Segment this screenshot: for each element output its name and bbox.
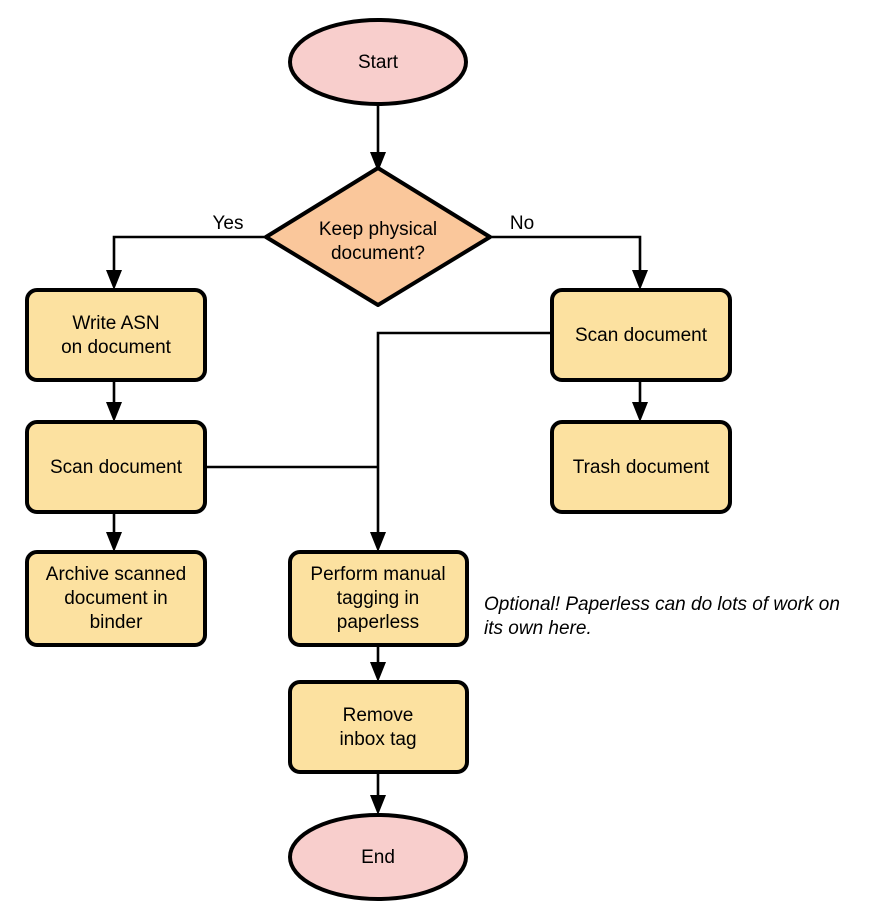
connector-start-to-decision: [370, 104, 386, 172]
connector-scan-right-to-trash: [632, 380, 648, 422]
node-end[interactable]: End: [288, 813, 468, 901]
tagging-label-line2: tagging in: [337, 588, 419, 609]
node-write-asn[interactable]: Write ASN on document: [25, 288, 207, 382]
edge-label-yes: Yes: [213, 213, 244, 234]
scan-document-right-box: [550, 288, 732, 382]
decision-label-line1: Keep physical: [319, 219, 437, 240]
trash-document-label: Trash document: [573, 457, 710, 478]
connector-decision-no-to-scan-right: [490, 235, 648, 290]
archive-box: [25, 550, 207, 647]
node-scan-document-left[interactable]: Scan document: [25, 420, 207, 514]
tagging-box: [288, 550, 469, 647]
write-asn-box: [25, 288, 207, 382]
node-start[interactable]: Start: [288, 18, 468, 106]
node-trash-document[interactable]: Trash document: [550, 420, 732, 514]
scan-document-right-label: Scan document: [575, 325, 708, 346]
note-line1: Optional! Paperless can do lots of work …: [484, 594, 840, 615]
connector-scan-left-to-archive: [106, 512, 122, 552]
connector-tagging-to-remove-tag: [370, 645, 386, 682]
trash-document-box: [550, 420, 732, 514]
decision-label-line2: document?: [331, 243, 425, 264]
connector-arrow-into-tagging: [370, 532, 386, 552]
archive-label-line1: Archive scanned: [46, 564, 186, 585]
note-optional-paperless: Optional! Paperless can do lots of work …: [484, 594, 840, 639]
write-asn-label-line2: on document: [61, 337, 172, 358]
start-label: Start: [358, 52, 399, 73]
archive-label-line3: binder: [90, 612, 143, 633]
note-line2: its own here.: [484, 618, 592, 639]
start-ellipse: [288, 18, 468, 106]
node-scan-document-right[interactable]: Scan document: [550, 288, 732, 382]
node-remove-inbox-tag[interactable]: Remove inbox tag: [288, 680, 469, 774]
end-label: End: [361, 847, 395, 868]
tagging-label-line1: Perform manual: [310, 564, 445, 585]
node-decision-keep-physical-document[interactable]: Keep physical document?: [264, 166, 492, 307]
remove-inbox-tag-label-line1: Remove: [343, 705, 414, 726]
edge-label-no: No: [510, 213, 534, 234]
connector-scan-right-to-tagging: [376, 331, 552, 540]
connector-remove-tag-to-end: [370, 772, 386, 815]
remove-inbox-tag-box: [288, 680, 469, 774]
connector-write-asn-to-scan-left: [106, 380, 122, 422]
node-perform-manual-tagging[interactable]: Perform manual tagging in paperless: [288, 550, 469, 647]
remove-inbox-tag-label-line2: inbox tag: [339, 729, 416, 750]
connector-decision-yes-to-write-asn: [106, 235, 265, 290]
tagging-label-line3: paperless: [337, 612, 419, 633]
scan-document-left-label: Scan document: [50, 457, 183, 478]
node-archive-scanned-document[interactable]: Archive scanned document in binder: [25, 550, 207, 647]
end-ellipse: [288, 813, 468, 901]
scan-document-left-box: [25, 420, 207, 514]
write-asn-label-line1: Write ASN: [72, 313, 159, 334]
archive-label-line2: document in: [64, 588, 168, 609]
decision-diamond: [264, 166, 492, 307]
